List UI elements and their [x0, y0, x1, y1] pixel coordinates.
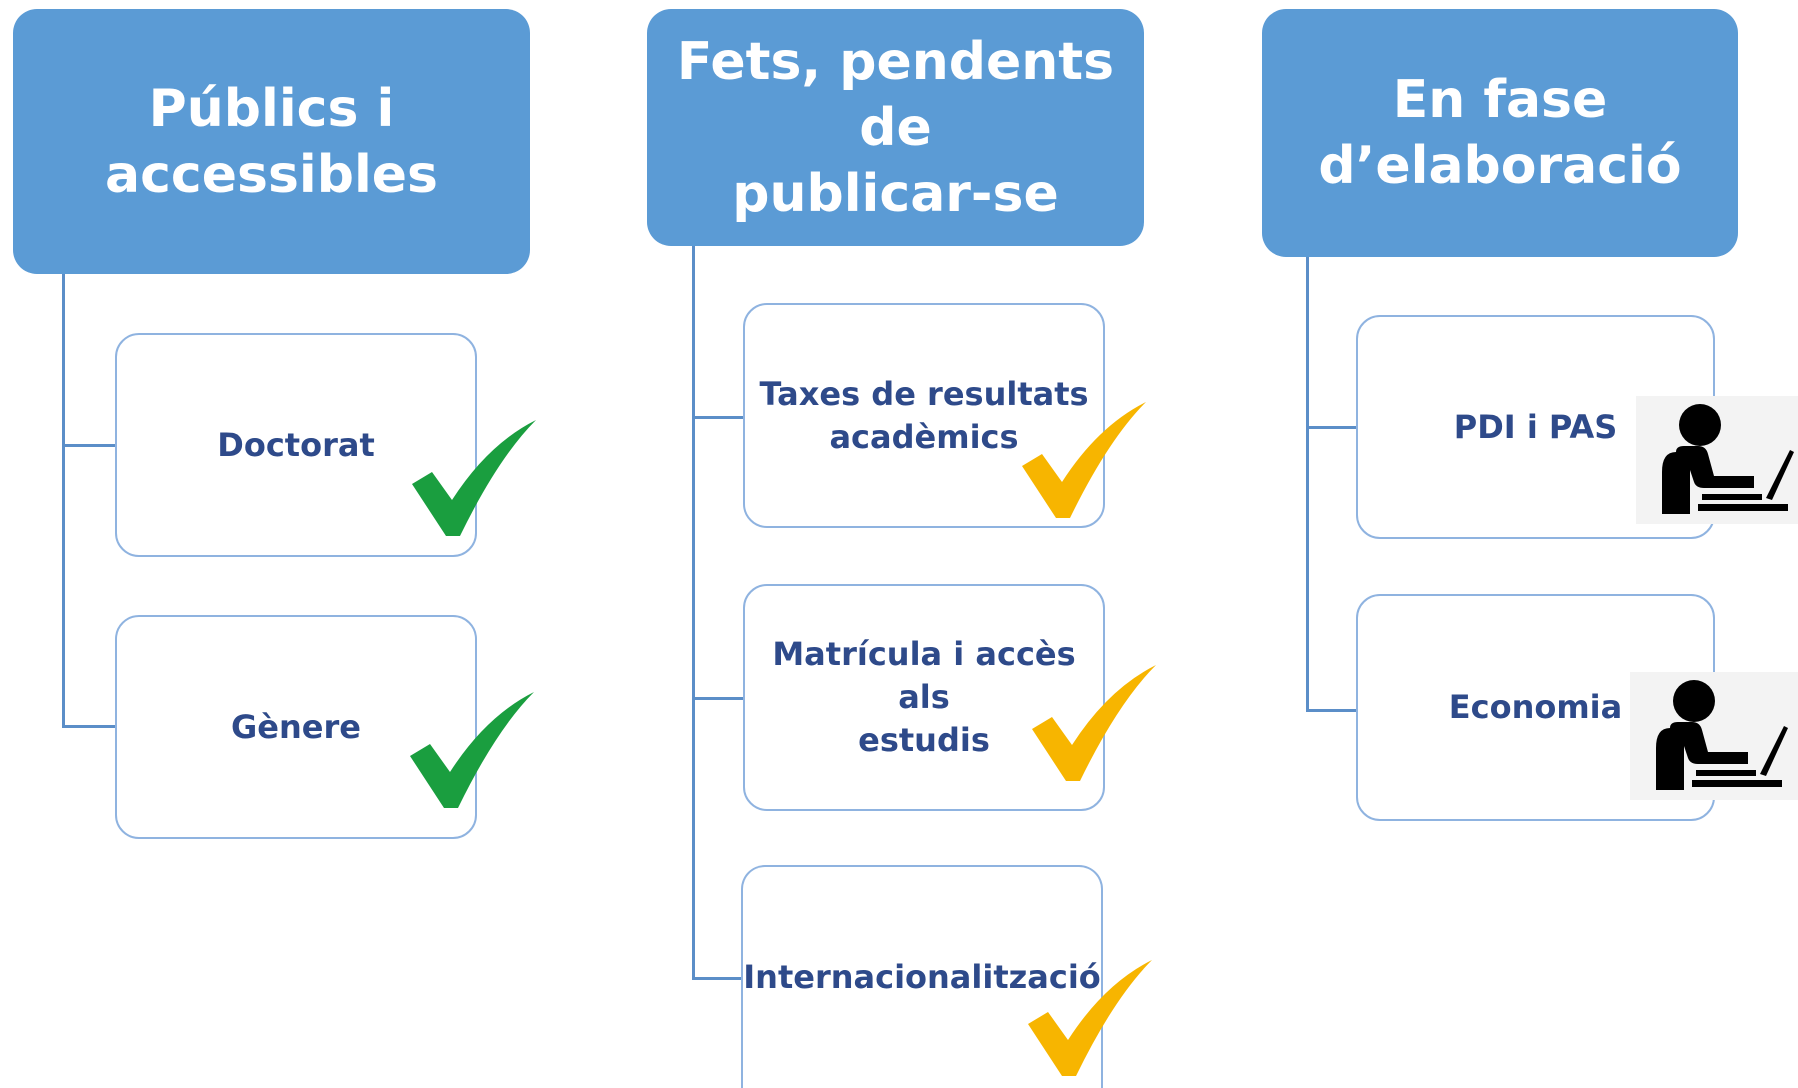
connector-branch-economia	[1306, 709, 1358, 712]
column-header-fets-title: Fets, pendents de publicar-se	[676, 31, 1115, 224]
green-checkmark-icon	[410, 692, 534, 808]
connector-trunk-fets	[692, 246, 695, 980]
column-header-fets: Fets, pendents de publicar-se	[647, 9, 1144, 246]
connector-branch-genere	[62, 725, 116, 728]
column-header-en-fase: En fase d’elaboració	[1262, 9, 1738, 257]
connector-trunk-en-fase	[1306, 257, 1309, 712]
item-doctorat: Doctorat	[115, 333, 477, 557]
person-at-computer-icon	[1636, 396, 1798, 524]
column-header-publics: Públics i accessibles	[13, 9, 530, 274]
item-taxes-resultats-label: Taxes de resultats acadèmics	[759, 374, 1089, 456]
yellow-checkmark-icon	[1022, 402, 1146, 518]
connector-branch-pdi-pas	[1306, 426, 1358, 429]
item-internacionalitzacio: Internacionalització	[741, 865, 1103, 1088]
item-doctorat-label: Doctorat	[217, 425, 375, 464]
item-genere-label: Gènere	[231, 707, 361, 746]
connector-branch-taxes	[692, 416, 744, 419]
item-matricula: Matrícula i accès als estudis	[743, 584, 1105, 811]
item-internacionalitzacio-label: Internacionalització	[743, 958, 1101, 996]
item-economia-label: Economia	[1448, 688, 1623, 726]
connector-branch-matricula	[692, 697, 744, 700]
item-pdi-pas-label: PDI i PAS	[1453, 407, 1618, 446]
column-header-en-fase-title: En fase d’elaboració	[1318, 70, 1682, 196]
item-matricula-label: Matrícula i accès als estudis	[772, 635, 1076, 759]
person-at-computer-icon	[1630, 672, 1798, 800]
yellow-checkmark-icon	[1032, 665, 1156, 781]
connector-branch-internacionalitzacio	[692, 977, 744, 980]
yellow-checkmark-icon	[1028, 960, 1152, 1076]
green-checkmark-icon	[412, 420, 536, 536]
connector-branch-doctorat	[62, 444, 116, 447]
item-genere: Gènere	[115, 615, 477, 839]
connector-trunk-publics	[62, 274, 65, 728]
column-header-publics-title: Públics i accessibles	[105, 78, 438, 205]
